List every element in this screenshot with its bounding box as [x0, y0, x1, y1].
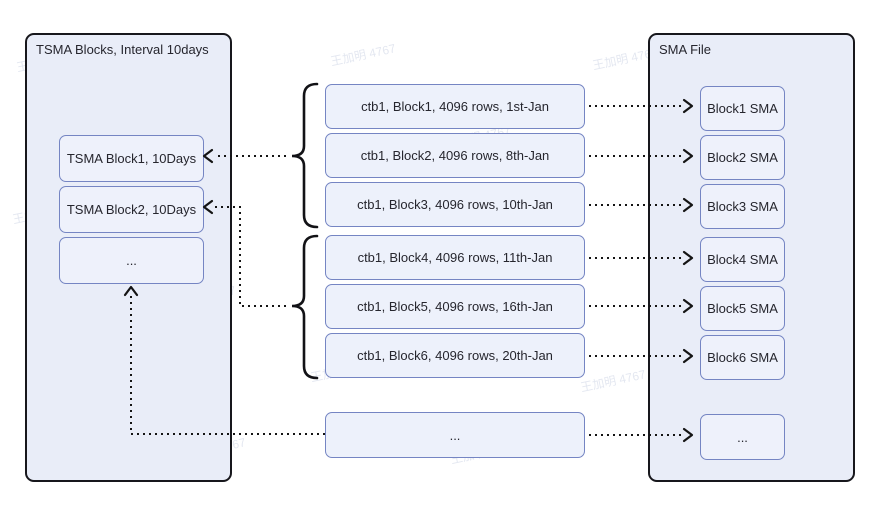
tsma-block1-node: TSMA Block1, 10Days — [59, 135, 204, 182]
sma-ellipsis-node: ... — [700, 414, 785, 460]
ctb1-block4-node: ctb1, Block4, 4096 rows, 11th-Jan — [325, 235, 585, 280]
tsma-blocks-panel: TSMA Blocks, Interval 10days TSMA Block1… — [25, 33, 232, 482]
ctb1-block2-node: ctb1, Block2, 4096 rows, 8th-Jan — [325, 133, 585, 178]
ctb1-ellipsis-node: ... — [325, 412, 585, 458]
tsma-block2-node: TSMA Block2, 10Days — [59, 186, 204, 233]
ctb1-block1-node: ctb1, Block1, 4096 rows, 1st-Jan — [325, 84, 585, 129]
tsma-panel-title: TSMA Blocks, Interval 10days — [36, 42, 209, 57]
ctb1-block3-node: ctb1, Block3, 4096 rows, 10th-Jan — [325, 182, 585, 227]
watermark: 王加明 4767 — [329, 41, 397, 69]
block6-sma-node: Block6 SMA — [700, 335, 785, 380]
ctb1-block6-node: ctb1, Block6, 4096 rows, 20th-Jan — [325, 333, 585, 378]
block3-sma-node: Block3 SMA — [700, 184, 785, 229]
sma-panel-title: SMA File — [659, 42, 712, 57]
brace-group2 — [291, 234, 319, 380]
watermark: 王加明 4767 — [579, 367, 647, 395]
ctb1-block5-node: ctb1, Block5, 4096 rows, 16th-Jan — [325, 284, 585, 329]
block1-sma-node: Block1 SMA — [700, 86, 785, 131]
block2-sma-node: Block2 SMA — [700, 135, 785, 180]
tsma-ellipsis-node: ... — [59, 237, 204, 284]
brace-group1 — [291, 82, 319, 229]
block4-sma-node: Block4 SMA — [700, 237, 785, 282]
sma-file-panel: SMA File Block1 SMA Block2 SMA Block3 SM… — [648, 33, 855, 482]
block5-sma-node: Block5 SMA — [700, 286, 785, 331]
